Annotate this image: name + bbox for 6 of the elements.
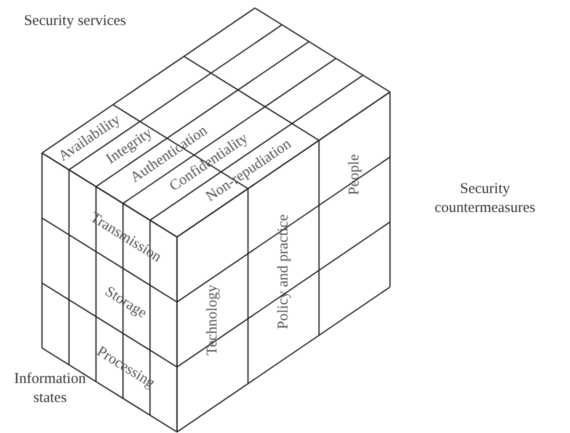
axis-title: Information states xyxy=(13,370,87,408)
axis-title: Security services xyxy=(22,12,128,31)
category-label: People xyxy=(346,154,362,196)
axis-title: Security countermeasures xyxy=(434,180,536,218)
category-label: Technology xyxy=(204,284,220,356)
category-label: Policy and practice xyxy=(276,214,292,330)
